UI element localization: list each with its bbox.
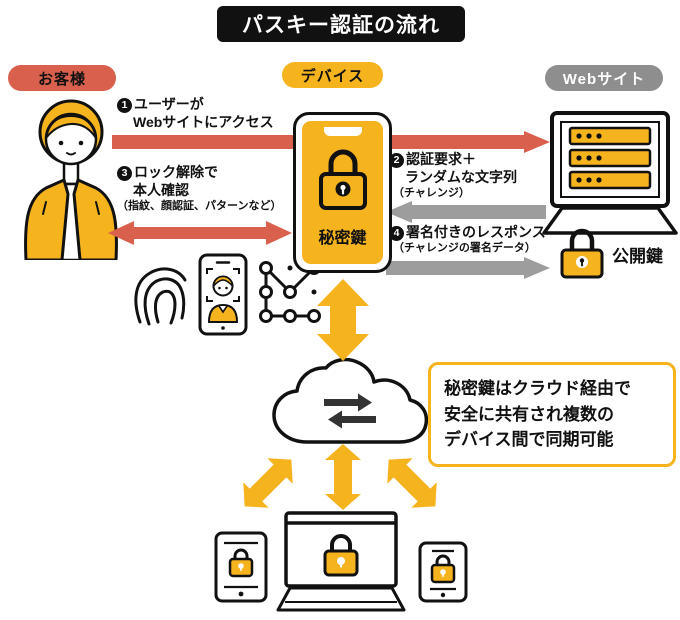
step-4-number: 4 xyxy=(389,226,404,241)
badge-website: Webサイト xyxy=(545,65,663,91)
arrow-cloud-to-tablet xyxy=(243,458,293,508)
page-title: パスキー認証の流れ xyxy=(217,6,465,42)
synced-tablet xyxy=(214,531,268,603)
arrow-step3-unlock-both-ways xyxy=(108,221,292,245)
arrow-cloud-to-laptop xyxy=(325,444,361,510)
fingerprint-icon xyxy=(134,267,187,326)
arrow-step2-website-to-device xyxy=(386,201,546,223)
pattern-lock-icon xyxy=(259,261,321,323)
face-recognition-icon xyxy=(198,253,248,336)
website-server-illustration xyxy=(542,111,678,235)
step-3-number: 3 xyxy=(117,166,132,181)
customer-person-illustration xyxy=(24,99,118,260)
step-1-number: 1 xyxy=(117,98,132,113)
private-key-label: 秘密鍵 xyxy=(318,230,367,247)
arrow-step4-device-to-website xyxy=(386,257,550,279)
public-key-lock-icon xyxy=(560,228,604,279)
device-smartphone: 秘密鍵 xyxy=(293,112,392,273)
step-2-number: 2 xyxy=(389,153,404,168)
device-screen: 秘密鍵 xyxy=(302,121,383,264)
cloud-sync-note: 秘密鍵はクラウド経由で 安全に共有され複数の デバイス間で同期可能 xyxy=(428,362,676,467)
synced-smartphone xyxy=(418,541,468,603)
arrow-cloud-to-phone xyxy=(387,458,437,508)
badge-device: デバイス xyxy=(282,62,383,88)
phone-notch xyxy=(323,127,362,136)
cloud-sync-icon xyxy=(272,358,429,444)
arrow-device-cloud-sync xyxy=(317,279,369,361)
public-key-label: 公開鍵 xyxy=(612,247,663,266)
badge-customer: お客様 xyxy=(8,65,116,91)
private-key-lock-icon xyxy=(318,149,367,210)
synced-laptop xyxy=(276,511,406,612)
